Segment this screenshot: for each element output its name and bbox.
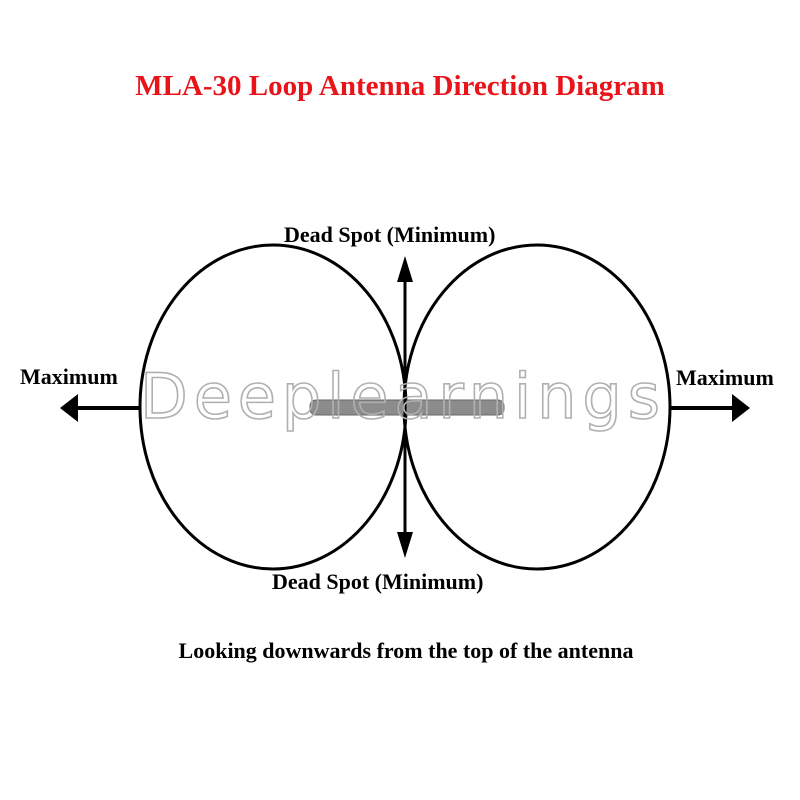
watermark: Deeplearnings [140, 360, 660, 433]
antenna-rod [309, 399, 505, 416]
dead-spot-arrow [397, 256, 413, 558]
caption: Looking downwards from the top of the an… [178, 638, 634, 663]
left-maximum-label: Maximum [20, 364, 118, 389]
top-dead-spot-label: Dead Spot (Minimum) [284, 222, 496, 247]
left-maximum-arrow [60, 394, 140, 422]
right-maximum-arrow [670, 394, 750, 422]
diagram-title: MLA-30 Loop Antenna Direction Diagram [135, 70, 665, 102]
right-maximum-label: Maximum [676, 365, 774, 390]
bottom-dead-spot-label: Dead Spot (Minimum) [272, 569, 484, 594]
